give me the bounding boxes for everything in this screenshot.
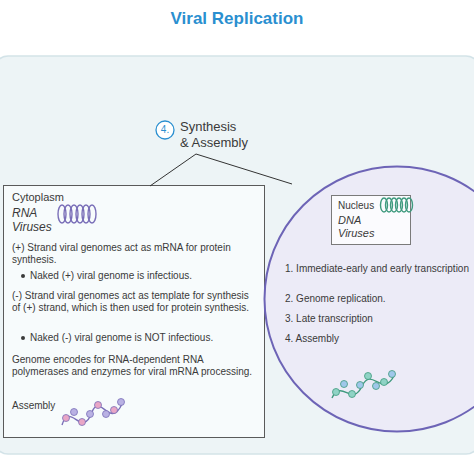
compartment-label: Nucleus xyxy=(338,200,374,212)
assembly-label: Assembly xyxy=(12,400,55,412)
bullet-text: Naked (+) viral genome is infectious. xyxy=(30,270,255,282)
callout-number: 4. xyxy=(156,124,174,136)
note-text: (-) Strand viral genomes act as template… xyxy=(12,290,252,314)
compartment-label: Cytoplasm xyxy=(12,191,64,204)
step-text: 2. Genome replication. xyxy=(285,293,470,305)
note-text: Genome encodes for RNA-dependent RNA pol… xyxy=(12,354,257,378)
bullet-text: Naked (-) viral genome is NOT infectious… xyxy=(30,332,255,344)
callout-circle xyxy=(156,121,174,139)
virus-type-heading: DNA Viruses xyxy=(338,214,383,240)
nucleus-label-box: NucleusDNA Viruses xyxy=(331,195,411,245)
bullet-dot xyxy=(21,274,25,278)
step-text: 1. Immediate-early and early transcripti… xyxy=(285,263,470,275)
cytoplasm-box: CytoplasmRNA Viruses (+) Strand viral gen… xyxy=(3,185,265,438)
step-text: 3. Late transcription xyxy=(285,313,470,325)
note-text: (+) Strand viral genomes act as mRNA for… xyxy=(12,242,252,266)
stage-heading: Synthesis & Assembly xyxy=(180,119,248,150)
nucleus-circle: 1. Immediate-early and early transcripti… xyxy=(263,165,474,433)
step-text: 4. Assembly xyxy=(285,333,470,345)
leader-line xyxy=(150,154,292,186)
diagram-title: Viral Replication xyxy=(0,9,474,29)
virus-type-heading: RNA Viruses xyxy=(12,206,62,235)
bullet-dot xyxy=(21,336,25,340)
